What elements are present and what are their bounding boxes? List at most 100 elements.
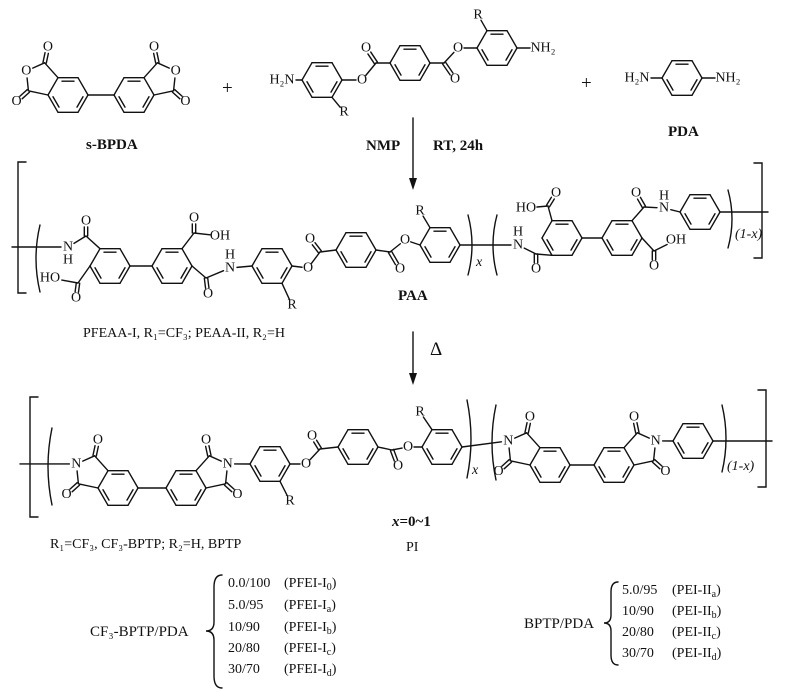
polymer-code-subscript: a: [711, 589, 717, 600]
pda-label: PDA: [668, 124, 699, 140]
benzene-ring-bond: [601, 219, 613, 239]
double-bond: [548, 198, 556, 208]
benzene-ring-bond: [451, 446, 463, 466]
series-left-label: CF₃-BPTP/PDA: [90, 624, 189, 640]
atom-label-oh: OH: [210, 229, 230, 244]
benzene-ring-bond: [365, 249, 377, 269]
aromatic-inner-bond: [394, 64, 402, 76]
atom-label-o: O: [171, 63, 181, 78]
atom-label-o: O: [629, 410, 639, 425]
polymer-code-name: (PFEI-I: [284, 576, 327, 591]
double-bond: [392, 448, 399, 461]
benzene-ring-bond: [195, 487, 207, 507]
close-bracket: [757, 389, 767, 488]
atom-label-r: R: [473, 8, 483, 23]
aromatic-inner-bond: [366, 448, 374, 460]
benzene-ring-bond: [421, 446, 433, 466]
aromatic-inner-bond: [102, 489, 110, 501]
aromatic-inner-bond: [684, 213, 692, 225]
bond: [172, 77, 176, 92]
atom-label-nh2: NH₂: [530, 41, 555, 56]
benzene-ring-bond: [331, 61, 343, 81]
polymer-code: (PFEI-Id): [284, 662, 337, 679]
paa-note: PFEAA-I, R₁=CF₃; PEAA-II, R₂=H: [83, 326, 285, 341]
benzene-ring-bond: [151, 247, 163, 267]
benzene-ring-bond: [301, 61, 313, 81]
benzene-ring-bond: [623, 464, 635, 484]
bond: [480, 19, 488, 32]
bond: [181, 232, 195, 250]
aromatic-inner-bond: [76, 96, 84, 108]
close-parenthesis: [721, 404, 727, 473]
plus-sign-2: +: [581, 73, 592, 94]
bond: [73, 235, 87, 245]
atom-label-o: O: [453, 41, 463, 56]
bond: [191, 265, 207, 279]
bond: [27, 90, 49, 96]
bond: [279, 480, 288, 497]
benzene-ring-bond: [77, 76, 89, 96]
polymer-code-subscript: b: [326, 626, 332, 637]
bond: [236, 265, 253, 269]
benzene-ring-bond: [506, 29, 518, 49]
atom-label-h2n: H₂N: [269, 73, 294, 88]
double-bond: [441, 63, 451, 76]
close-bracket: [753, 162, 763, 259]
bond: [652, 447, 656, 462]
benzene-ring-bond: [367, 446, 379, 466]
bond: [365, 62, 377, 77]
benzene-ring-bond: [449, 244, 461, 264]
double-bond: [171, 91, 181, 100]
polymer-code-close: ): [331, 620, 337, 635]
atom-label-n: N: [659, 201, 669, 216]
benzene-ring-bond: [709, 211, 721, 231]
double-bond: [636, 198, 644, 209]
aromatic-inner-bond: [426, 448, 434, 460]
benzene-ring-bond: [337, 428, 349, 448]
benzene-ring-bond: [119, 265, 131, 285]
benzene-ring-bond: [571, 237, 583, 257]
pi-one-minus-x: (1-x): [727, 459, 755, 474]
polymer-code-subscript: d: [711, 652, 717, 663]
bond: [76, 470, 80, 485]
atom-label-h: H: [659, 189, 669, 204]
x-range-var: x: [392, 514, 400, 530]
benzene-ring-bond: [601, 237, 613, 257]
atom-label-o: O: [393, 459, 403, 474]
benzene-ring-bond: [541, 237, 553, 257]
benzene-ring-bond: [281, 265, 293, 285]
benzene-ring-bond: [679, 211, 691, 231]
atom-label-o: O: [61, 487, 71, 502]
double-bond: [390, 250, 400, 264]
polymer-code-close: ): [331, 598, 336, 613]
aromatic-inner-bond: [558, 466, 566, 478]
atom-label-o: O: [93, 433, 103, 448]
composition-ratio: 20/80: [228, 641, 260, 656]
bond: [508, 447, 512, 462]
composition-ratio: 0.0/100: [228, 576, 271, 591]
benzene-ring-bond: [702, 422, 714, 442]
atom-label-o: O: [189, 211, 199, 226]
pi-r-note: R₁=CF₃, CF₃-BPTP; R₂=H, BPTP: [50, 537, 242, 552]
aromatic-inner-bond: [156, 267, 164, 279]
polymer-code: (PFEI-Ic): [284, 642, 336, 658]
aromatic-inner-bond: [330, 81, 338, 93]
benzene-ring-bond: [421, 428, 433, 448]
double-bond: [77, 282, 81, 293]
atom-label-h: H: [513, 225, 523, 240]
polymer-code-close: ): [331, 662, 337, 677]
atom-label-o: O: [395, 262, 405, 277]
aromatic-inner-bond: [666, 79, 674, 91]
benzene-ring-bond: [165, 487, 177, 507]
aromatic-inner-bond: [278, 465, 286, 477]
atom-label-o: O: [43, 40, 53, 55]
conditions-label: RT, 24h: [433, 138, 484, 154]
atom-label-o: O: [649, 259, 659, 274]
polymer-code-close: ): [716, 646, 722, 661]
atom-label-oh: OH: [666, 233, 686, 248]
aromatic-inner-bond: [481, 49, 489, 61]
benzene-ring-bond: [623, 446, 635, 466]
bond: [43, 62, 59, 79]
atom-label-r: R: [415, 204, 425, 219]
